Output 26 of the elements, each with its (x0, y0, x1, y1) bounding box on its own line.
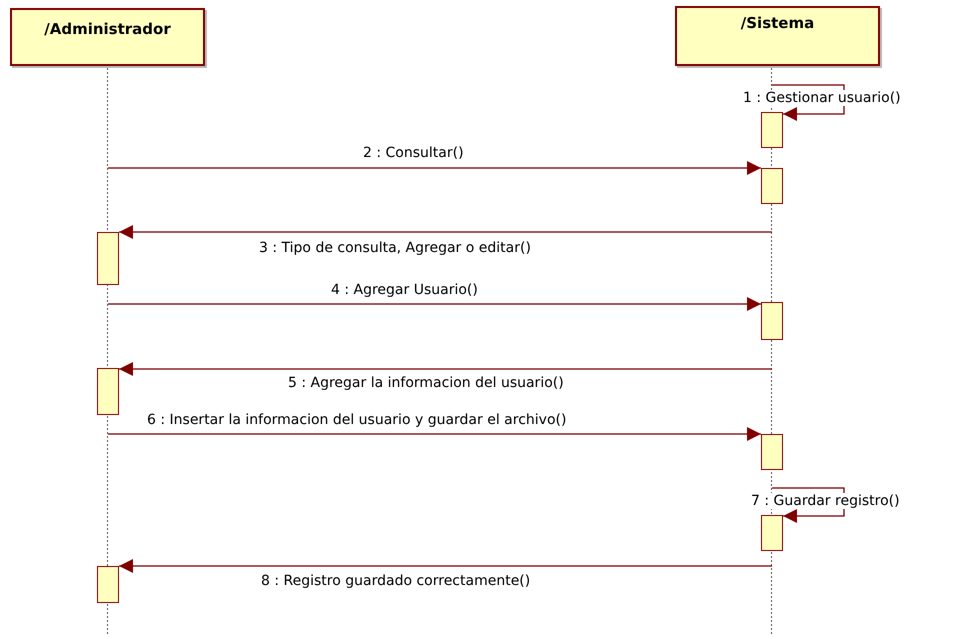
activation-bar (761, 302, 783, 340)
message-arrow (108, 427, 761, 441)
message-arrow (108, 161, 761, 175)
message-label: 7 : Guardar registro() (750, 493, 901, 509)
activation-bar (761, 434, 783, 470)
activation-bar (97, 566, 119, 603)
message-arrow (119, 225, 772, 239)
message-label: 3 : Tipo de consulta, Agregar o editar() (258, 240, 532, 256)
activation-bar (761, 515, 783, 551)
participant-box: /Sistema (675, 6, 880, 66)
activation-bar (97, 232, 119, 285)
message-label: 2 : Consultar() (362, 145, 465, 161)
participant-box: /Administrador (10, 8, 205, 66)
message-arrow (772, 487, 845, 523)
activation-bar (761, 168, 783, 204)
activation-bar (97, 368, 119, 415)
message-arrow (119, 559, 772, 573)
message-arrow (108, 297, 761, 311)
message-label: 8 : Registro guardado correctamente() (260, 573, 532, 589)
message-label: 4 : Agregar Usuario() (330, 282, 479, 298)
message-label: 6 : Insertar la informacion del usuario y guardar el archivo() (146, 412, 568, 428)
message-label: 1 : Gestionar usuario() (742, 90, 902, 106)
activation-bar (761, 112, 783, 148)
message-label: 5 : Agregar la informacion del usuario() (287, 375, 565, 391)
message-arrow (119, 362, 772, 376)
message-arrow (772, 84, 845, 121)
